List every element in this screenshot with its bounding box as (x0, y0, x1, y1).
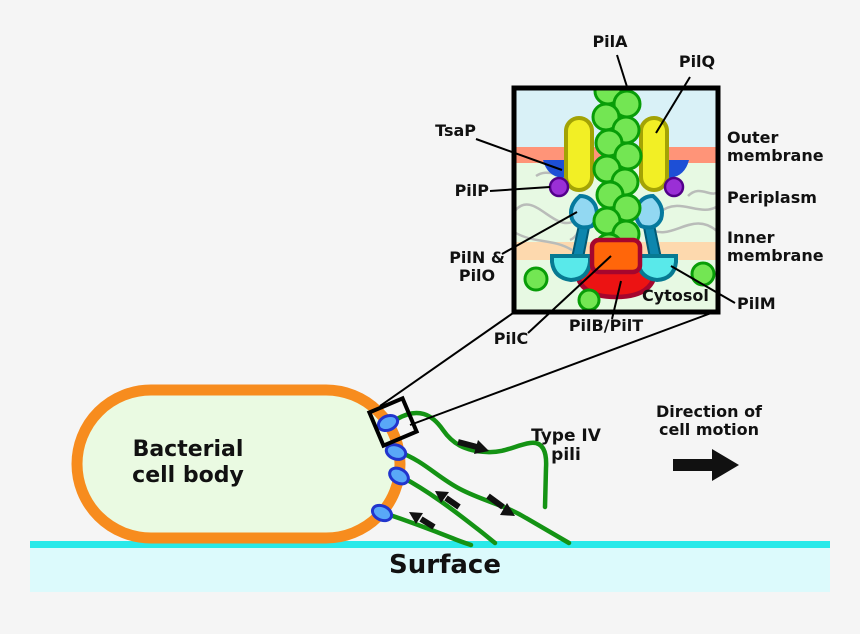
pilus-base-4 (370, 503, 394, 523)
pila-label: PilA (592, 32, 628, 51)
arrow-retract-2 (409, 512, 436, 530)
pilp-proteins (548, 176, 685, 198)
surface-top-line (30, 541, 830, 548)
pilm-right (636, 254, 678, 283)
cytosol-label: Cytosol (642, 286, 709, 305)
pilp-left (548, 176, 570, 198)
surface-band (30, 541, 830, 592)
leader-pilm (670, 265, 736, 304)
arrow-extend-2 (486, 493, 515, 516)
outer-membrane-label: Outer membrane (727, 128, 824, 165)
bacterial-cell-body-label: Bacterial cell body (132, 437, 244, 488)
pila-pilin-chain (591, 90, 643, 262)
leader-pilc (527, 255, 612, 334)
tsap-label: TsaP (435, 121, 476, 140)
pilp-label: PilP (454, 181, 489, 200)
connector-left (379, 310, 517, 407)
piln-head-right (634, 193, 664, 230)
pilus-base-1 (376, 413, 400, 433)
inset-content (516, 90, 716, 310)
inner-membrane-label: Inner membrane (727, 228, 824, 265)
label-leader-lines (475, 54, 736, 334)
pilq-left (564, 116, 594, 192)
pili-motion-arrows (409, 439, 515, 530)
type-iv-pili-filaments (381, 410, 572, 548)
pilq-right (639, 116, 669, 192)
pilc-platform (589, 237, 643, 275)
surface-label: Surface (389, 550, 501, 580)
pilus-1 (394, 410, 549, 510)
magnified-region-box (366, 395, 420, 449)
direction-label: Direction of cell motion (655, 402, 763, 439)
zoom-connector-lines (379, 310, 715, 426)
pilc-label: PilC (493, 329, 529, 348)
cytosol-pilin-pool (523, 261, 716, 310)
pilus-base-3 (388, 466, 410, 486)
piln-pilo-label: PilN & PilO (449, 248, 505, 285)
piln-head-left (569, 193, 599, 230)
piln-pilo-proteins (569, 193, 664, 259)
pilus-2 (396, 449, 572, 546)
leader-tsap (475, 138, 563, 171)
pilq-secretin (564, 116, 669, 192)
connector-right (409, 311, 715, 426)
arrow-extend-1 (457, 439, 489, 454)
leader-pilp (489, 186, 551, 192)
pilus-base-complexes (370, 413, 410, 523)
surface-fill (30, 547, 830, 592)
pilus-base-2 (384, 443, 408, 461)
leader-pilq (655, 76, 691, 134)
pilus-3 (399, 474, 498, 546)
direction-arrow (673, 449, 739, 481)
pilus-4 (381, 510, 474, 548)
pilq-label: PilQ (678, 52, 716, 71)
inset-machinery (511, 85, 721, 315)
pilm-label: PilM (737, 294, 776, 313)
periplasm-label: Periplasm (727, 188, 817, 207)
arrow-retract-1 (435, 491, 461, 510)
bacterial-cell-body-shape (71, 384, 406, 544)
pilb-pilt-label: PilB/PilT (568, 316, 644, 335)
type-iv-pili-label: Type IV pili (531, 426, 601, 466)
leader-piln-pilo (501, 211, 578, 255)
pilm-left (550, 254, 592, 283)
leader-pila (616, 54, 629, 91)
leader-pilb-pilt (611, 280, 622, 320)
pilp-right (663, 176, 685, 198)
inset-border (511, 85, 721, 315)
